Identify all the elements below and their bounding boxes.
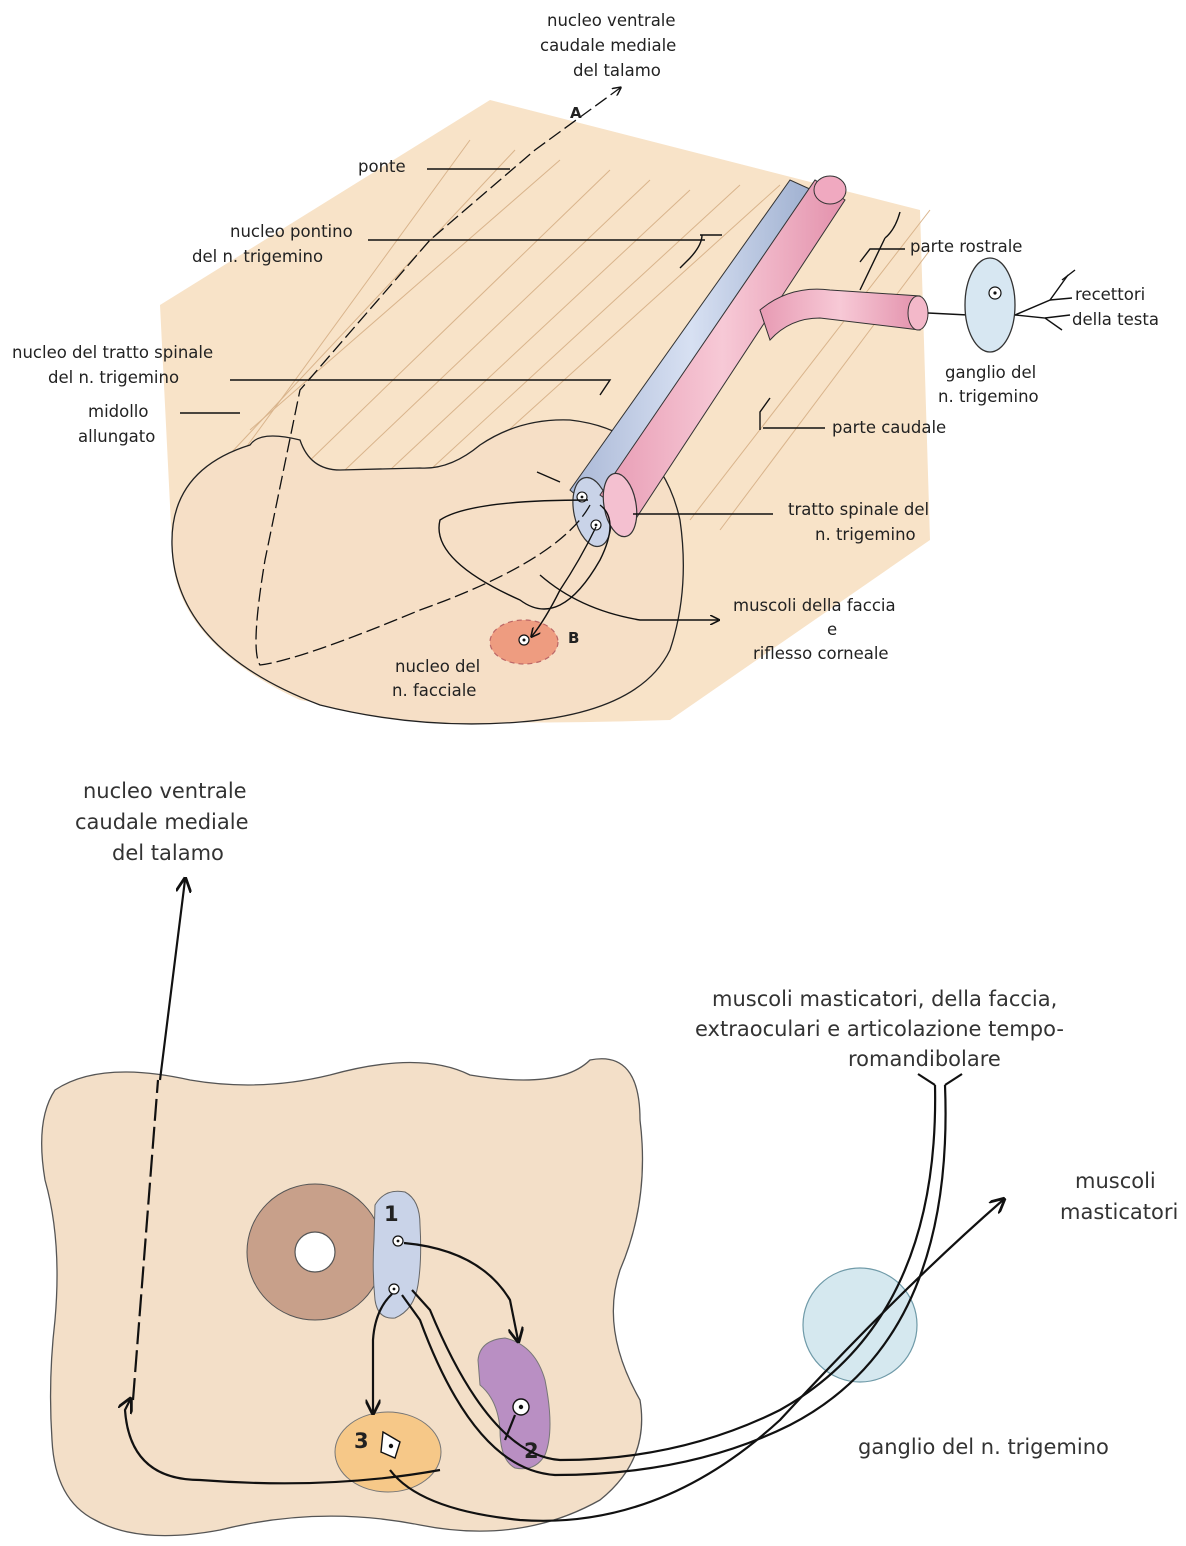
bottom-thalamus-label-3: del talamo — [112, 841, 224, 865]
spinal-tract-label-1: tratto spinale del — [788, 500, 929, 519]
spinal-nucleus-label-2: del n. trigemino — [48, 368, 179, 387]
facial-nucleus-label-1: nucleo del — [395, 657, 480, 676]
medulla-label-1: midollo — [88, 402, 149, 421]
targets-label-2: extraoculari e articolazione tempo- — [695, 1017, 1064, 1041]
targets-label-1: muscoli masticatori, della faccia, — [712, 987, 1057, 1011]
masticatory-label-2: masticatori — [1060, 1200, 1178, 1224]
bottom-figure: 1 2 3 nucleo ventrale caudale medial — [42, 779, 1179, 1536]
targets-label-3: romandibolare — [848, 1047, 1001, 1071]
ganglion-label-2: n. trigemino — [938, 387, 1039, 406]
thalamus-label-3: del talamo — [573, 61, 661, 80]
receptor-branches — [1015, 270, 1075, 330]
medulla-label-2: allungato — [78, 427, 155, 446]
caudal-part-label: parte caudale — [832, 418, 946, 437]
ganglion-label-1: ganglio del — [945, 363, 1036, 382]
face-muscles-label-3: riflesso corneale — [753, 644, 889, 663]
ponte-label: ponte — [358, 157, 406, 176]
spinal-nucleus-label-1: nucleo del tratto spinale — [12, 343, 213, 362]
pontine-nucleus-label-2: del n. trigemino — [192, 247, 323, 266]
marker-a: A — [570, 104, 582, 122]
bottom-thalamus-label-2: caudale mediale — [75, 810, 249, 834]
thalamus-label-1: nucleo ventrale — [547, 11, 676, 30]
face-muscles-label-2: e — [827, 620, 837, 639]
nucleus-1-label: 1 — [384, 1202, 399, 1226]
spinal-tract-label-2: n. trigemino — [815, 525, 916, 544]
ganglion-circle — [803, 1268, 917, 1382]
thalamus-label-2: caudale mediale — [540, 36, 676, 55]
head-receptors-label-1: recettori — [1075, 285, 1145, 304]
rostral-part-label: parte rostrale — [910, 237, 1022, 256]
masticatory-label-1: muscoli — [1075, 1169, 1156, 1193]
bottom-thalamus-label-1: nucleo ventrale — [83, 779, 247, 803]
pontine-nucleus-label-1: nucleo pontino — [230, 222, 353, 241]
bottom-ganglion-label: ganglio del n. trigemino — [858, 1435, 1109, 1459]
facial-nucleus-label-2: n. facciale — [392, 681, 476, 700]
face-muscles-label-1: muscoli della faccia — [733, 596, 896, 615]
nucleus-3-label: 3 — [354, 1429, 369, 1453]
top-figure: nucleo ventrale caudale mediale del tala… — [12, 11, 1159, 724]
marker-b: B — [568, 629, 579, 647]
head-receptors-label-2: della testa — [1072, 310, 1159, 329]
trigeminal-ganglion — [965, 258, 1015, 352]
